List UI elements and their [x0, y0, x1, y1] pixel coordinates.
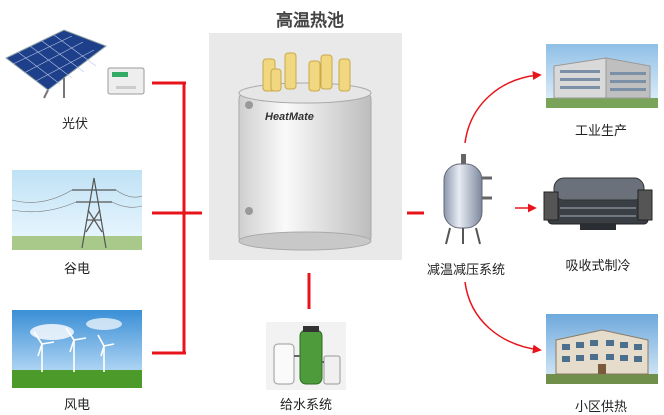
brand-logo: HeatMate: [265, 111, 314, 123]
heat-tank-icon: [238, 52, 372, 251]
output-label-industry: 工业生产: [574, 124, 627, 139]
power-tower-image: [12, 170, 142, 250]
residential-building-icon: [546, 314, 658, 384]
solar-panel-image: [4, 28, 150, 100]
chiller-icon: [543, 177, 653, 230]
factory-image: [546, 44, 658, 108]
output-label-residential: 小区供热: [574, 400, 627, 415]
arrow-to-residential: [464, 281, 542, 354]
source-label-solar: 光伏: [61, 117, 88, 132]
source-label-valley: 谷电: [63, 262, 90, 277]
power-tower-icon: [12, 170, 142, 250]
output-label-chiller: 吸收式制冷: [565, 259, 631, 274]
wind-turbine-image: [12, 310, 142, 388]
solar-panel-icon: [5, 29, 145, 99]
water-supply-image: [266, 322, 346, 390]
residential-image: [546, 314, 658, 384]
arrow-to-industry: [464, 71, 542, 144]
reducer-image: [428, 152, 498, 248]
factory-icon: [546, 44, 658, 108]
pressure-vessel-icon: [443, 154, 492, 245]
reducer-label: 减温减压系统: [426, 263, 505, 278]
source-connector: [152, 81, 202, 355]
water-supply-label: 给水系统: [279, 398, 332, 413]
chiller-image: [540, 168, 656, 232]
wind-turbine-icon: [12, 310, 142, 388]
source-label-wind: 风电: [63, 398, 90, 413]
heat-tank-panel: HeatMate: [209, 33, 402, 260]
diagram-title: 高温热池: [276, 11, 344, 31]
water-treatment-icon: [273, 326, 341, 385]
